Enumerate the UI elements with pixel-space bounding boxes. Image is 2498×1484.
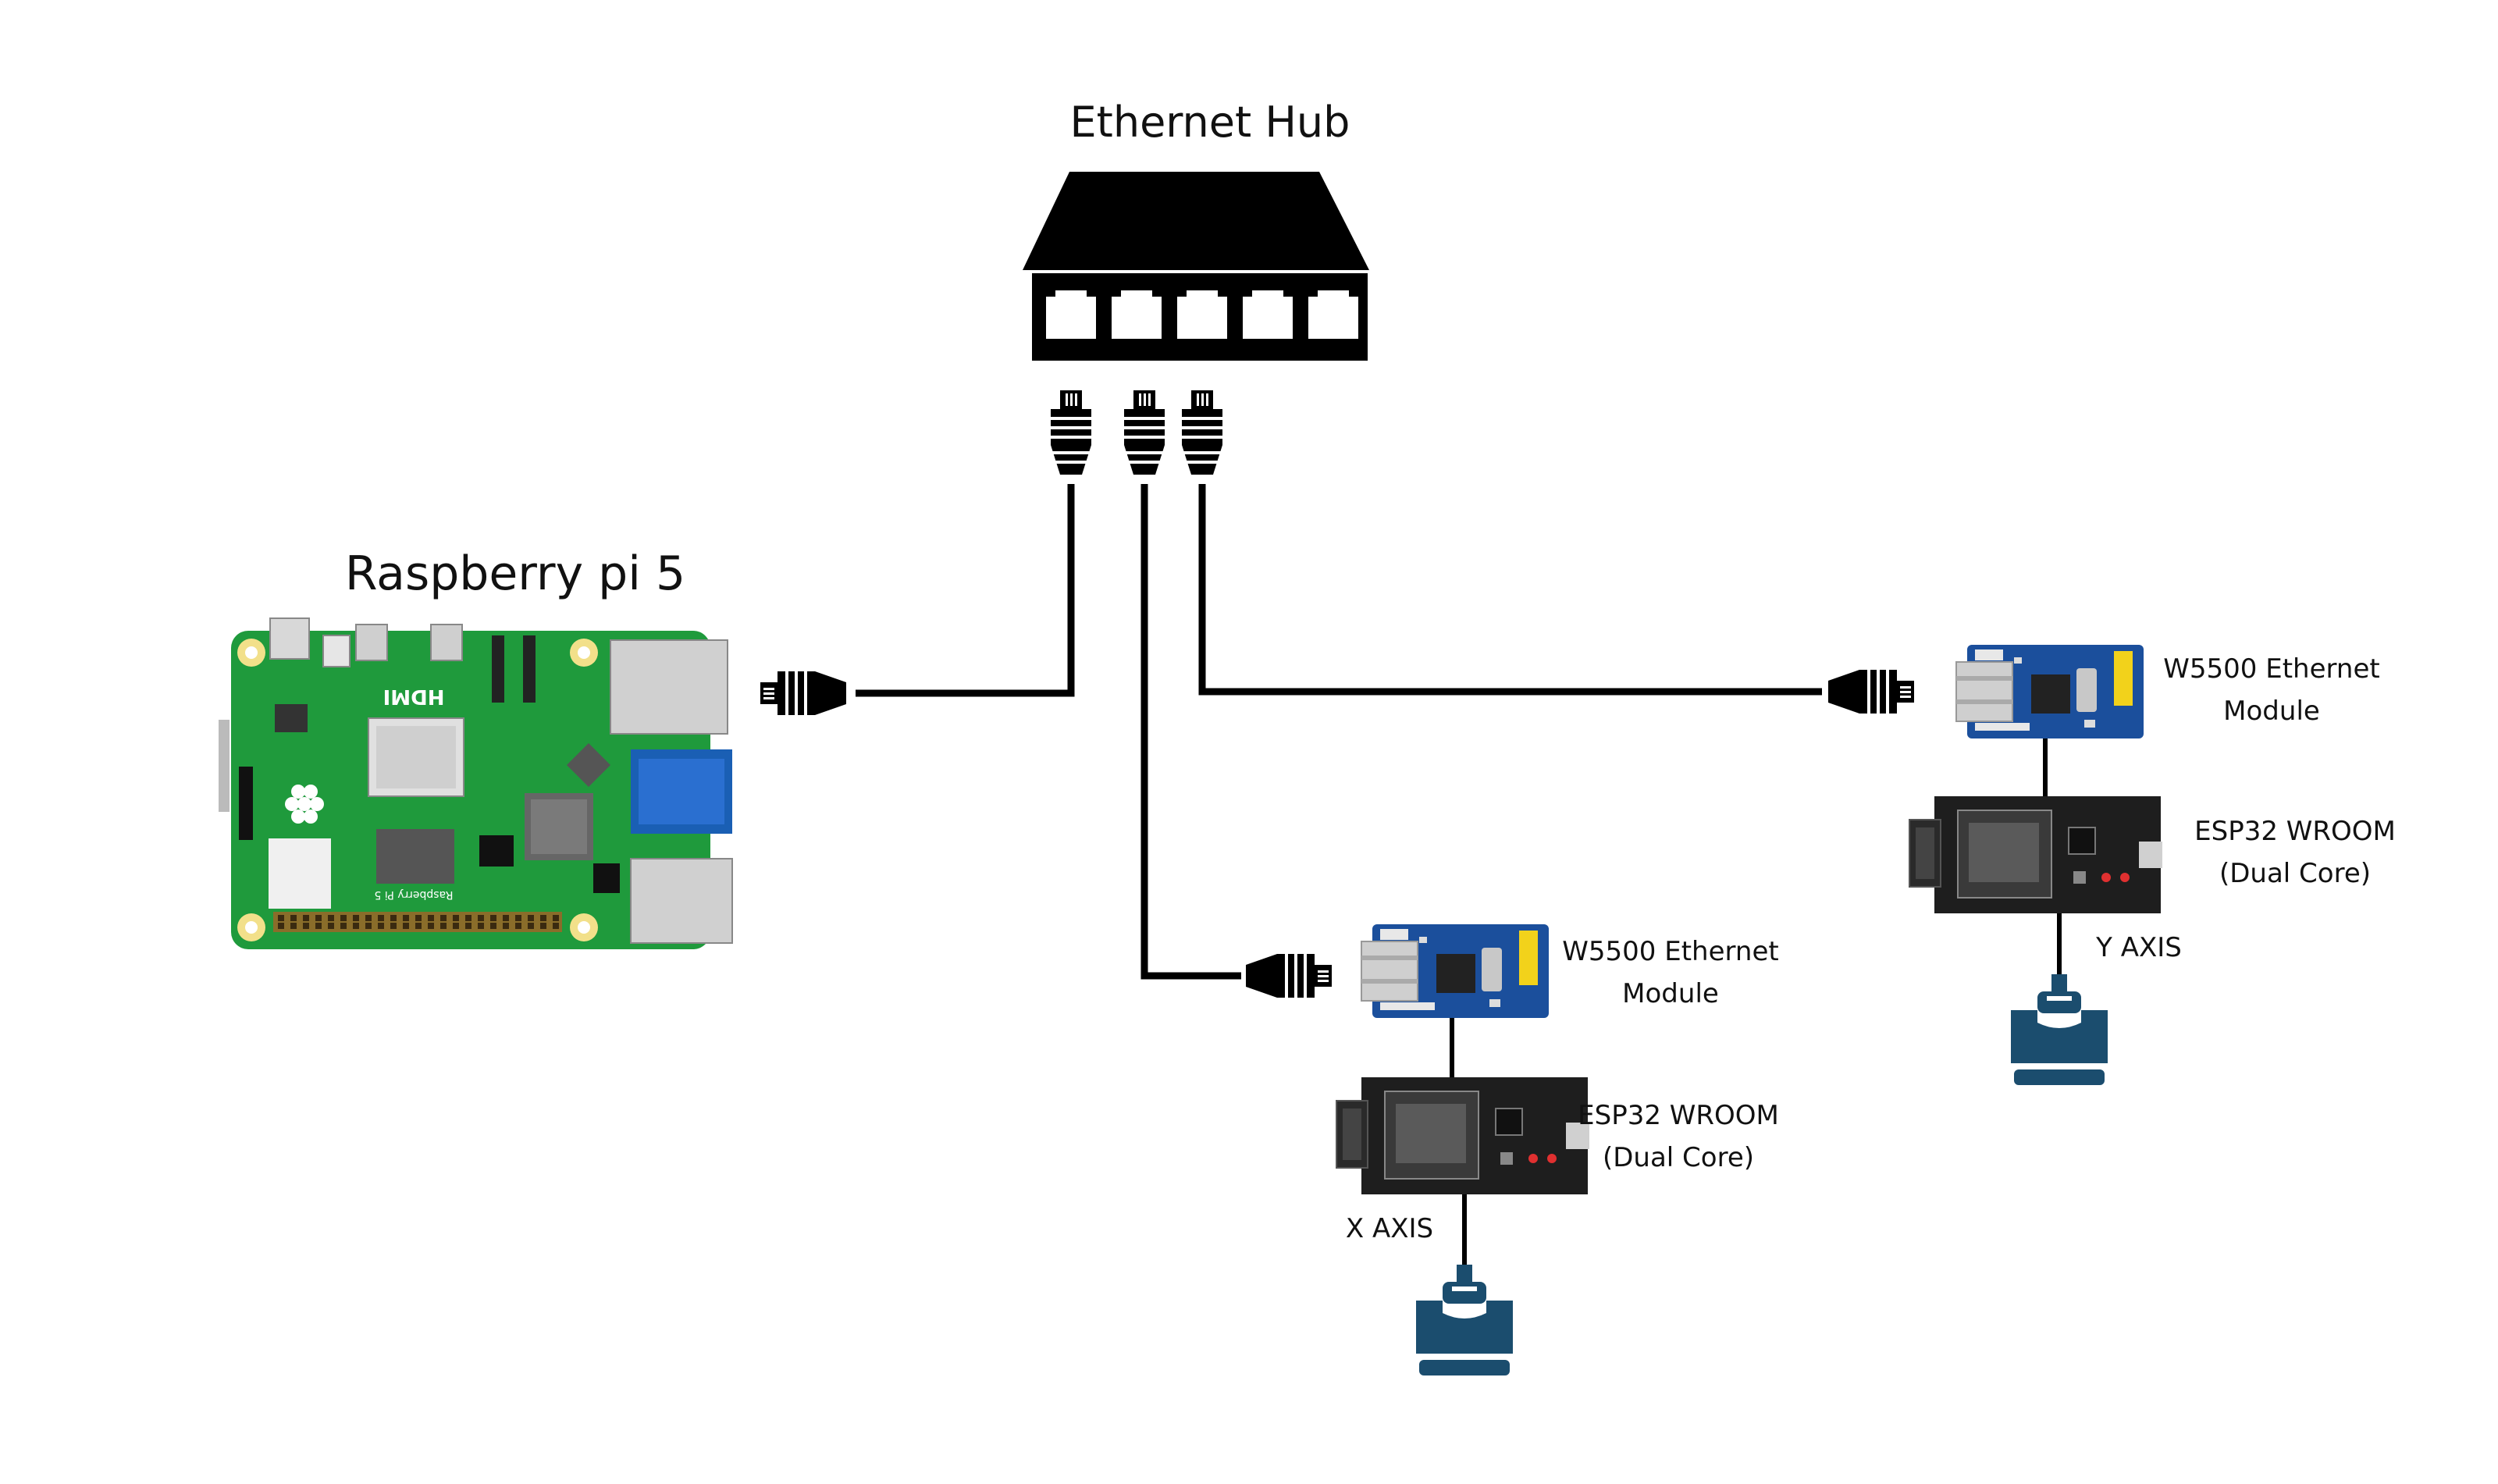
w5500-module-icon (1361, 923, 1550, 1019)
mcu-label-line-2: (Dual Core) (2219, 858, 2372, 889)
stepper-motor-icon (1416, 1265, 1513, 1375)
rj45-connector-icon (760, 671, 846, 715)
mcu-label-line-1: ESP32 WROOM (2194, 816, 2396, 847)
rj45-connector-icon (1051, 390, 1091, 475)
mcu-label-line-2: (Dual Core) (1602, 1142, 1755, 1173)
x-node-mcu-label: ESP32 WROOM (Dual Core) (1561, 1094, 1795, 1179)
esp32-board-icon (1909, 795, 2163, 914)
mcu-label-line-1: ESP32 WROOM (1578, 1100, 1779, 1131)
rj45-connector-icon (1828, 670, 1914, 714)
module-label-line-1: W5500 Ethernet (1562, 936, 1779, 967)
raspberry-pi-board-icon: HDMI Raspberry Pi 5 (219, 617, 733, 949)
x-node-ethernet-module-label: W5500 Ethernet Module (1553, 931, 1788, 1015)
raspberry-logo-icon (285, 785, 324, 824)
board-hdmi-label: HDMI (383, 685, 445, 708)
esp32-board-icon (1336, 1077, 1590, 1195)
cable-to-x-axis-module (1140, 484, 1241, 980)
rj45-connector-icon (1246, 954, 1332, 998)
x-axis-label: X AXIS (1345, 1213, 1434, 1244)
module-label-line-1: W5500 Ethernet (2163, 653, 2380, 685)
y-node-ethernet-module-label: W5500 Ethernet Module (2155, 648, 2389, 732)
w5500-module-icon (1955, 644, 2144, 739)
cable-to-y-axis-module (1198, 484, 1822, 696)
ethernet-hub-icon (1023, 172, 1369, 361)
module-label-line-2: Module (1622, 978, 1719, 1009)
x-axis-node (1336, 923, 1590, 1375)
rj45-connector-icon (1182, 390, 1222, 475)
raspberry-pi-title: Raspberry pi 5 (344, 546, 686, 601)
stepper-motor-icon (2011, 974, 2108, 1085)
cable-to-raspberry-pi (856, 484, 1075, 697)
ethernet-cables (856, 484, 1822, 980)
ethernet-hub-title: Ethernet Hub (1069, 98, 1350, 147)
module-label-line-2: Module (2223, 696, 2320, 727)
y-node-mcu-label: ESP32 WROOM (Dual Core) (2178, 810, 2412, 895)
board-model-label: Raspberry Pi 5 (374, 888, 453, 901)
rj45-connector-icon (1124, 390, 1165, 475)
y-axis-node (1909, 644, 2163, 1085)
y-axis-label: Y AXIS (2096, 932, 2182, 963)
